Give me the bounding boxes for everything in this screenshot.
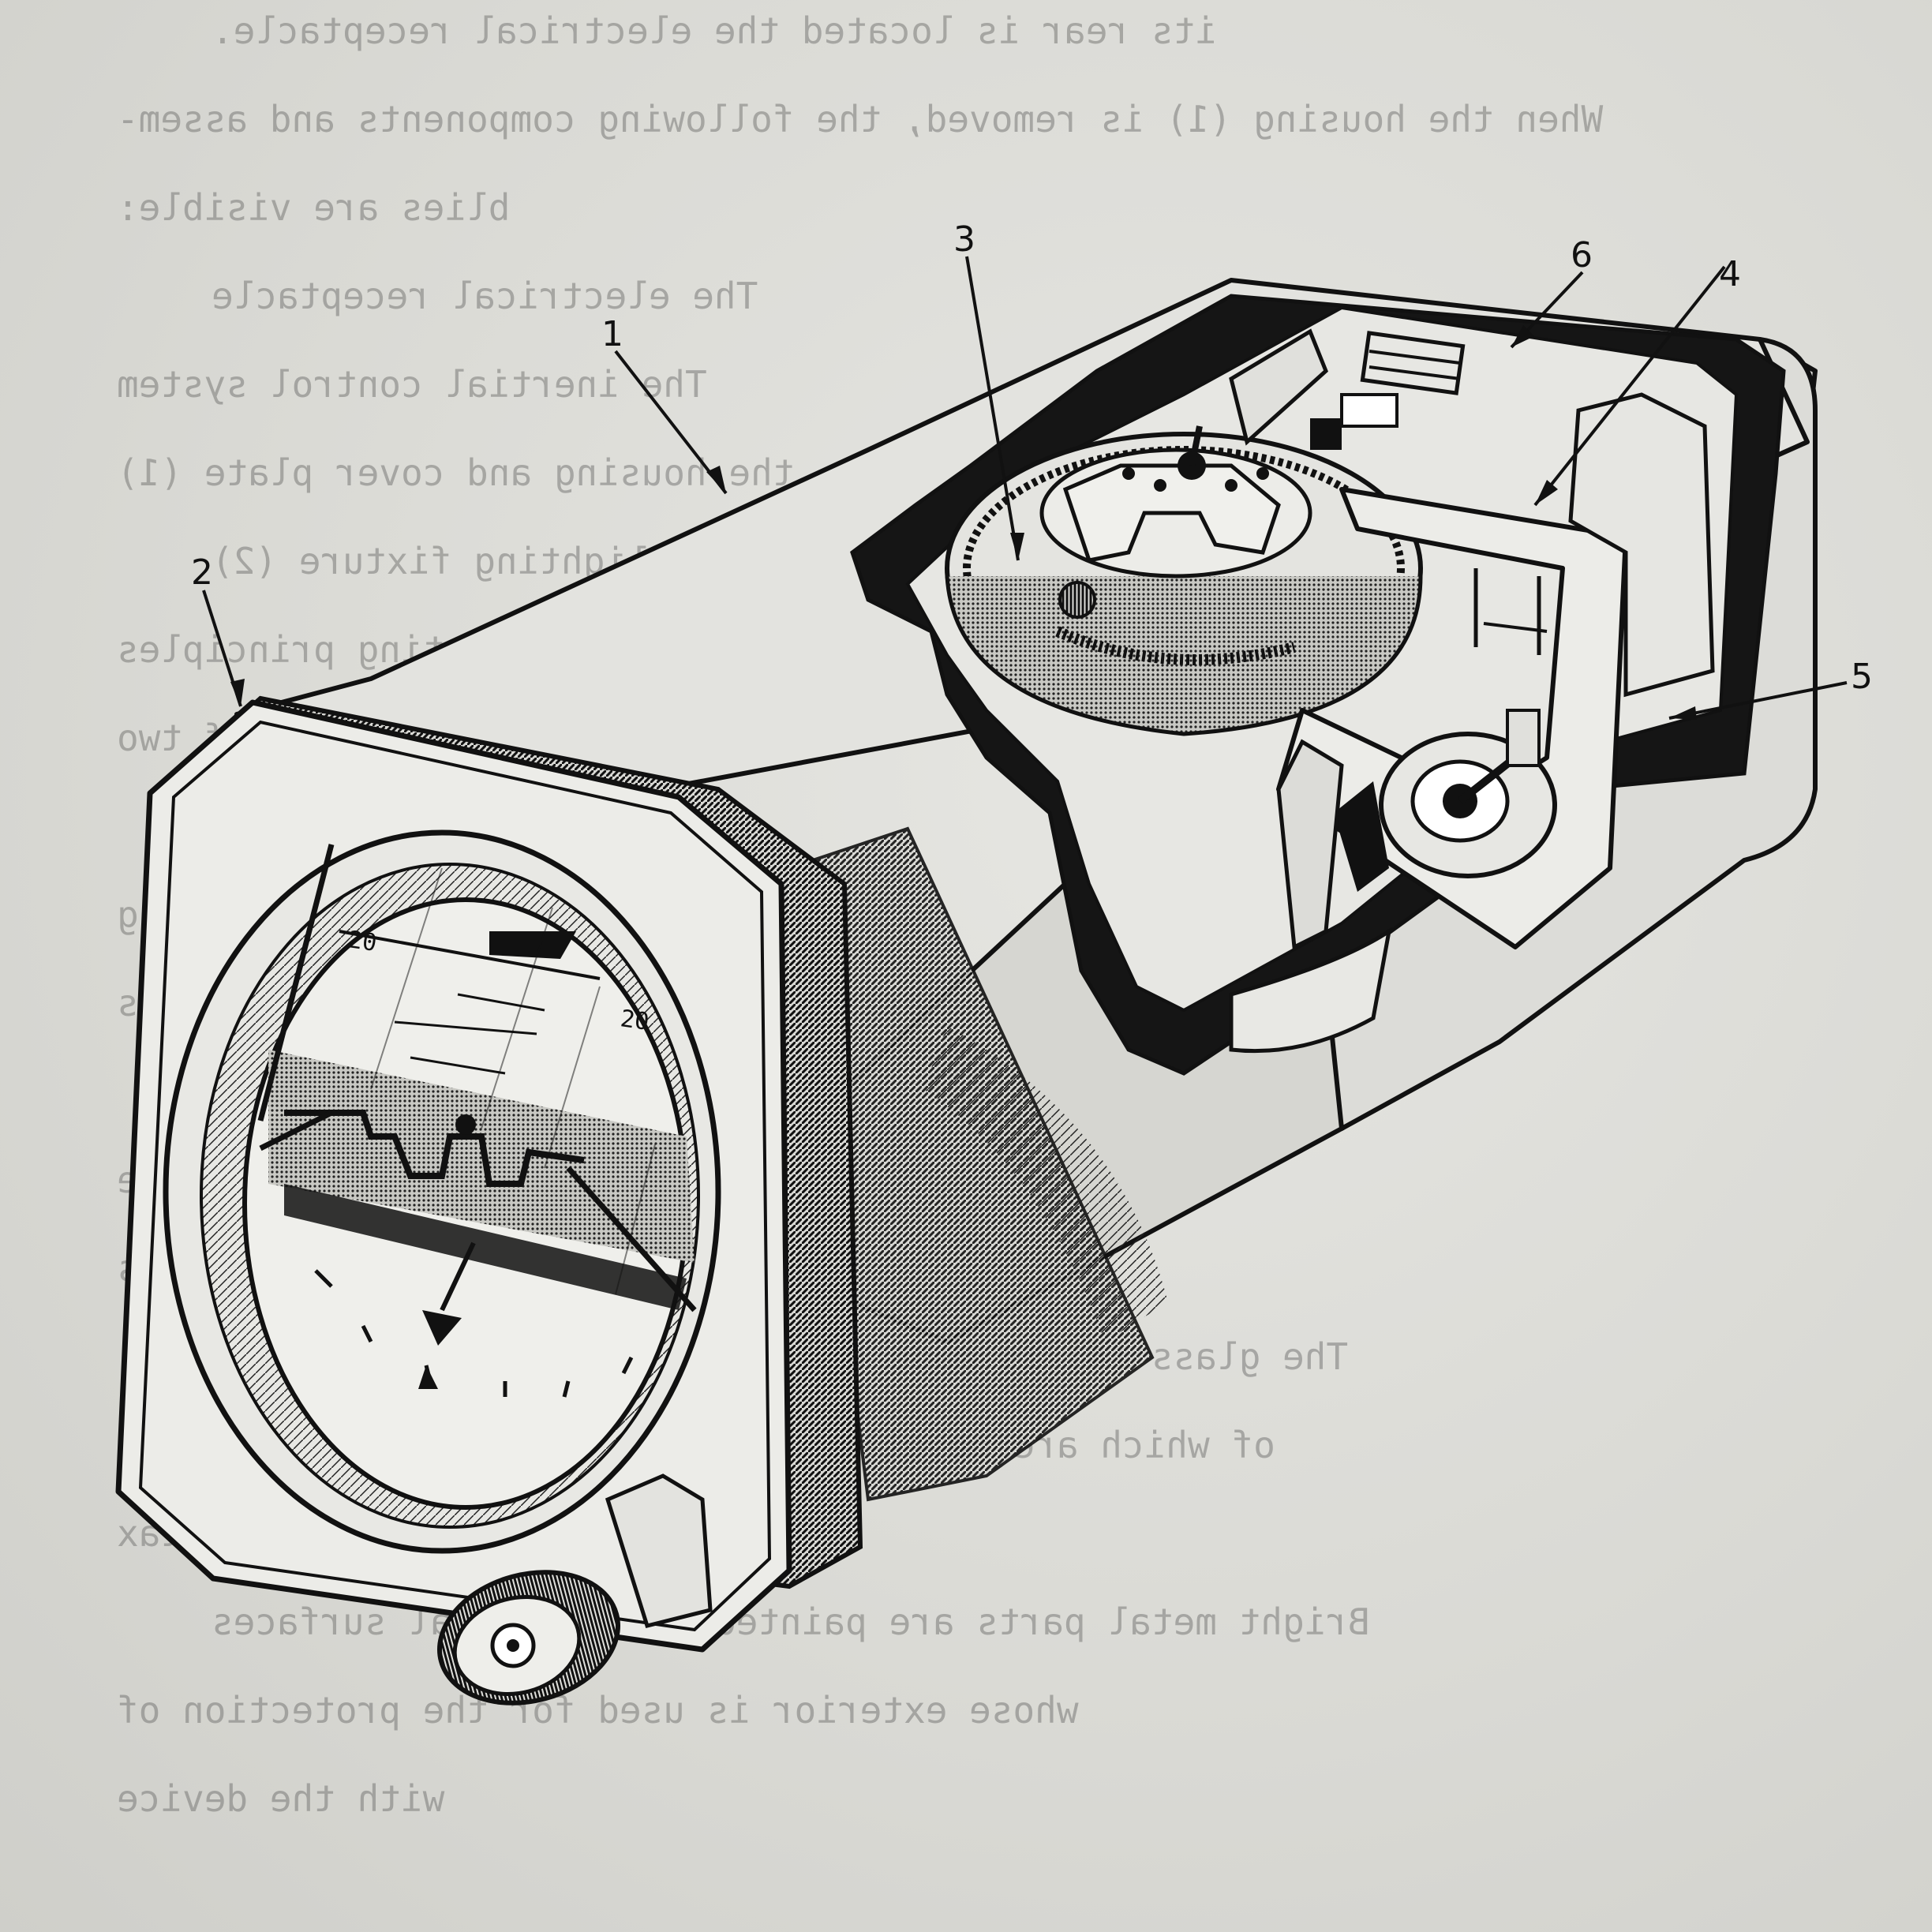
background-text-line: whose exterior is used for the protectio… bbox=[117, 1689, 1079, 1732]
inner-housing-wall bbox=[1229, 392, 1715, 1054]
background-text-line: The electrical receptacle bbox=[212, 275, 758, 317]
background-text-line: its rear is located the electrical recep… bbox=[212, 9, 1217, 52]
background-text-line: with the device bbox=[117, 1777, 444, 1820]
callout-6: 6 bbox=[1571, 235, 1593, 275]
callout-2: 2 bbox=[191, 552, 213, 593]
callout-5: 5 bbox=[1851, 657, 1873, 697]
background-text-line: Bright metal parts are painted; the exte… bbox=[212, 1601, 1370, 1643]
adjustment-knob bbox=[437, 1473, 713, 1705]
background-text-line: The inertial control system bbox=[117, 363, 707, 406]
background-text-line: lighting fixture (2) bbox=[212, 540, 649, 582]
gyro-rotor-assembly bbox=[945, 425, 1423, 736]
callout-3: 3 bbox=[953, 219, 975, 260]
background-text-line: the housing and cover plate (1) bbox=[117, 451, 795, 494]
dial-lower-scale-label: 20 bbox=[619, 1005, 651, 1036]
gimbal-frame bbox=[1276, 487, 1628, 950]
leader-arrowheads bbox=[230, 325, 1697, 720]
callout-1: 1 bbox=[601, 314, 623, 354]
background-text-line: blies are visible: bbox=[117, 186, 511, 229]
callout-labels: 1 2 3 6 4 5 bbox=[191, 219, 1873, 697]
front-bezel: 20 20 bbox=[115, 695, 863, 1653]
background-text-line: When the housing (1) is removed, the fol… bbox=[117, 98, 1603, 140]
electrical-contacts bbox=[1229, 328, 1466, 450]
dial-upper-scale-label: 20 bbox=[346, 926, 379, 957]
callout-4: 4 bbox=[1719, 254, 1741, 294]
